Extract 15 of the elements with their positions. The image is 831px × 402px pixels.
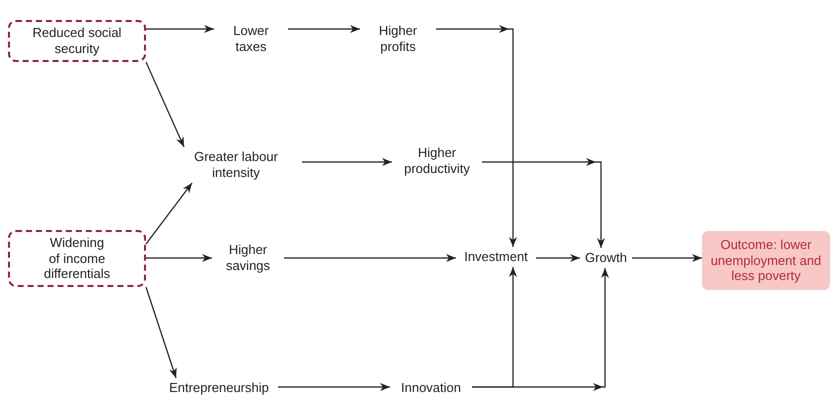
node-label: Higher savings — [224, 242, 272, 274]
outcome-box — [702, 231, 830, 290]
outcome-label: Outcome: lower unemployment and less poverty — [710, 237, 822, 284]
node-label: Innovation — [401, 380, 461, 396]
node-label: Entrepreneurship — [169, 380, 269, 396]
node-label: Widening of income differentials — [43, 235, 111, 282]
node-label: Higher profits — [378, 23, 418, 55]
node-label: Greater labour intensity — [193, 149, 279, 181]
dashed-box — [8, 20, 146, 62]
node-label: Higher productivity — [403, 145, 471, 177]
node-label: Growth — [585, 250, 627, 266]
node-label: Lower taxes — [232, 23, 270, 55]
node-label: Investment — [464, 249, 528, 265]
node-label: Reduced social security — [32, 25, 122, 57]
dashed-box — [8, 230, 146, 287]
